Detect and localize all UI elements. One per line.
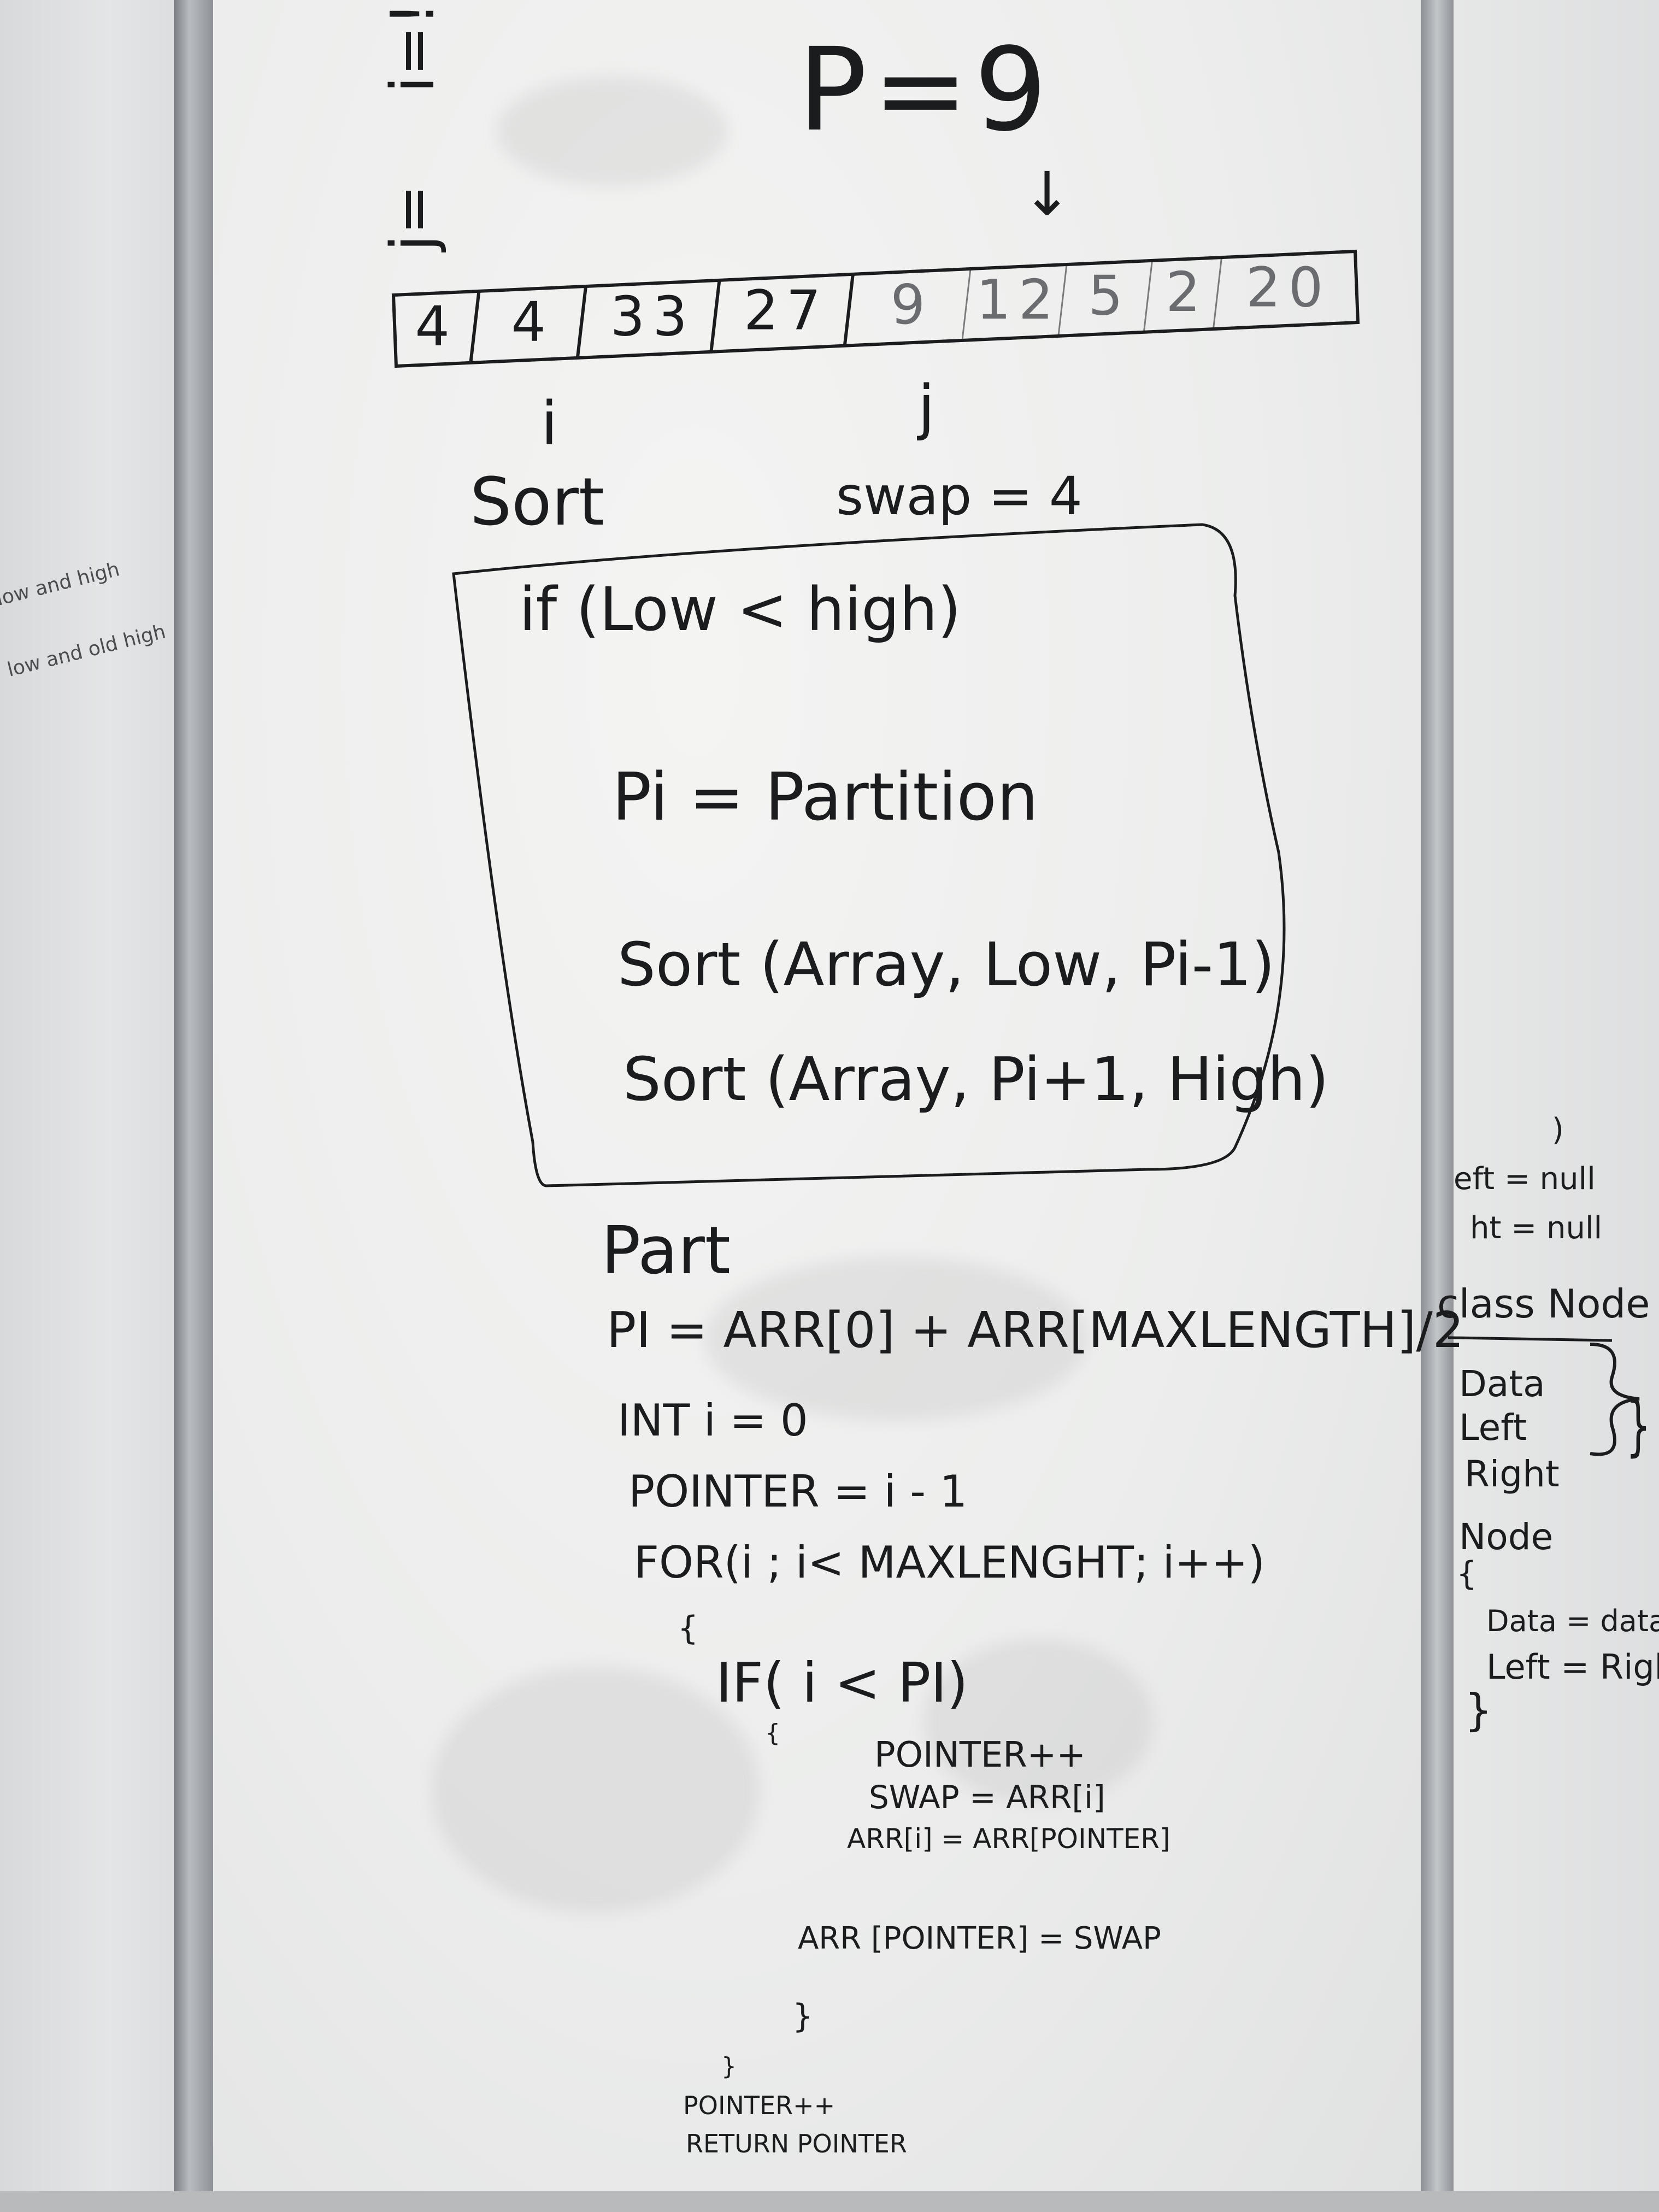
pointer-increment-final: POINTER++ — [683, 2091, 836, 2120]
return-pointer: RETURN POINTER — [686, 2129, 907, 2158]
constructor-name: Node — [1459, 1516, 1554, 1558]
pointer-increment: POINTER++ — [874, 1735, 1086, 1775]
array-cell-value: 5 — [1088, 263, 1131, 327]
partition-for-line: FOR(i ; i< MAXLENGHT; i++) — [634, 1537, 1265, 1588]
arr-i-assignment: ARR[i] = ARR[POINTER] — [847, 1823, 1170, 1855]
node-class-declaration: class Node — [1437, 1281, 1650, 1327]
right-whiteboard-panel — [1454, 0, 1659, 2212]
right-fragment-paren: ) — [1552, 1112, 1564, 1148]
array-cell-divider — [961, 268, 972, 340]
sort-recursive-call-2: Sort (Array, Pi+1, High) — [623, 1044, 1329, 1114]
if-close-brace: } — [792, 1997, 814, 2035]
node-field-left: Left — [1459, 1407, 1527, 1449]
array-cell-divider — [1143, 260, 1153, 332]
for-open-brace: { — [678, 1609, 699, 1648]
array-cell-divider — [469, 291, 481, 363]
array-cell-divider — [1213, 257, 1223, 329]
i-assignment: i=! — [378, 2, 448, 93]
sort-recursive-call-1: Sort (Array, Low, Pi-1) — [617, 929, 1275, 999]
partition-if-line: IF( i < PI) — [716, 1651, 968, 1715]
array-cell-value: 20 — [1246, 256, 1331, 320]
board-tray — [0, 2191, 1659, 2212]
partition-function-title: Part — [601, 1213, 731, 1289]
constructor-open-brace: { — [1456, 1555, 1478, 1593]
sort-function-title: Sort — [470, 464, 604, 540]
left-frame-divider — [174, 0, 213, 2212]
partition-pointer-line: POINTER = i - 1 — [628, 1466, 968, 1517]
pivot-assignment: P=9 — [798, 23, 1053, 157]
array-cell-divider — [1057, 264, 1068, 336]
array-cell-value: 4 — [415, 294, 457, 358]
node-field-right: Right — [1464, 1453, 1560, 1495]
sort-partition-line: Pi = Partition — [612, 760, 1038, 836]
partition-int-line: INT i = 0 — [617, 1395, 808, 1446]
array-cell-value: 2 — [1166, 260, 1208, 324]
fields-brace — [1590, 1343, 1640, 1456]
main-whiteboard — [213, 0, 1421, 2212]
left-whiteboard-panel: low and high low and old high — [0, 0, 180, 2212]
array-cell-value: 27 — [744, 278, 828, 342]
arr-pointer-assignment: ARR [POINTER] = SWAP — [798, 1921, 1161, 1956]
for-close-brace: } — [721, 2052, 737, 2080]
array-cell-value: 12 — [976, 268, 1061, 332]
constructor-data-assignment: Data = data — [1486, 1604, 1659, 1638]
array-cell-divider — [709, 280, 721, 352]
right-fragment-left-null: eft = null — [1454, 1161, 1596, 1197]
if-open-brace: { — [765, 1719, 780, 1747]
swap-assignment: SWAP = ARR[i] — [869, 1779, 1105, 1816]
array-cell-divider — [576, 286, 587, 358]
j-marker: j — [918, 372, 935, 442]
swap-note: swap = 4 — [836, 466, 1083, 527]
array-pointer-arrow: ↓ — [1022, 159, 1073, 229]
i-marker: i — [541, 389, 558, 458]
sort-condition: if (Low < high) — [519, 574, 961, 644]
constructor-close-brace: } — [1464, 1685, 1492, 1736]
sort-function-box — [452, 523, 1286, 1187]
array-cell-value: 9 — [891, 273, 933, 337]
node-field-data: Data — [1459, 1363, 1545, 1405]
partition-pivot-line: PI = ARR[0] + ARR[MAXLENGTH]/2 — [607, 1302, 1464, 1359]
right-close-brace: } — [1626, 1388, 1651, 1464]
right-fragment-right-null: ht = null — [1470, 1210, 1603, 1246]
right-frame-divider — [1421, 0, 1454, 2212]
array-cell-value: 4 — [511, 290, 554, 354]
constructor-left-right-assignment: Left = Right — [1486, 1647, 1659, 1687]
left-note-1: low and high — [0, 558, 122, 610]
array-cell-divider — [843, 274, 855, 346]
left-note-2: low and old high — [5, 620, 168, 681]
array-cell-value: 33 — [610, 284, 695, 348]
